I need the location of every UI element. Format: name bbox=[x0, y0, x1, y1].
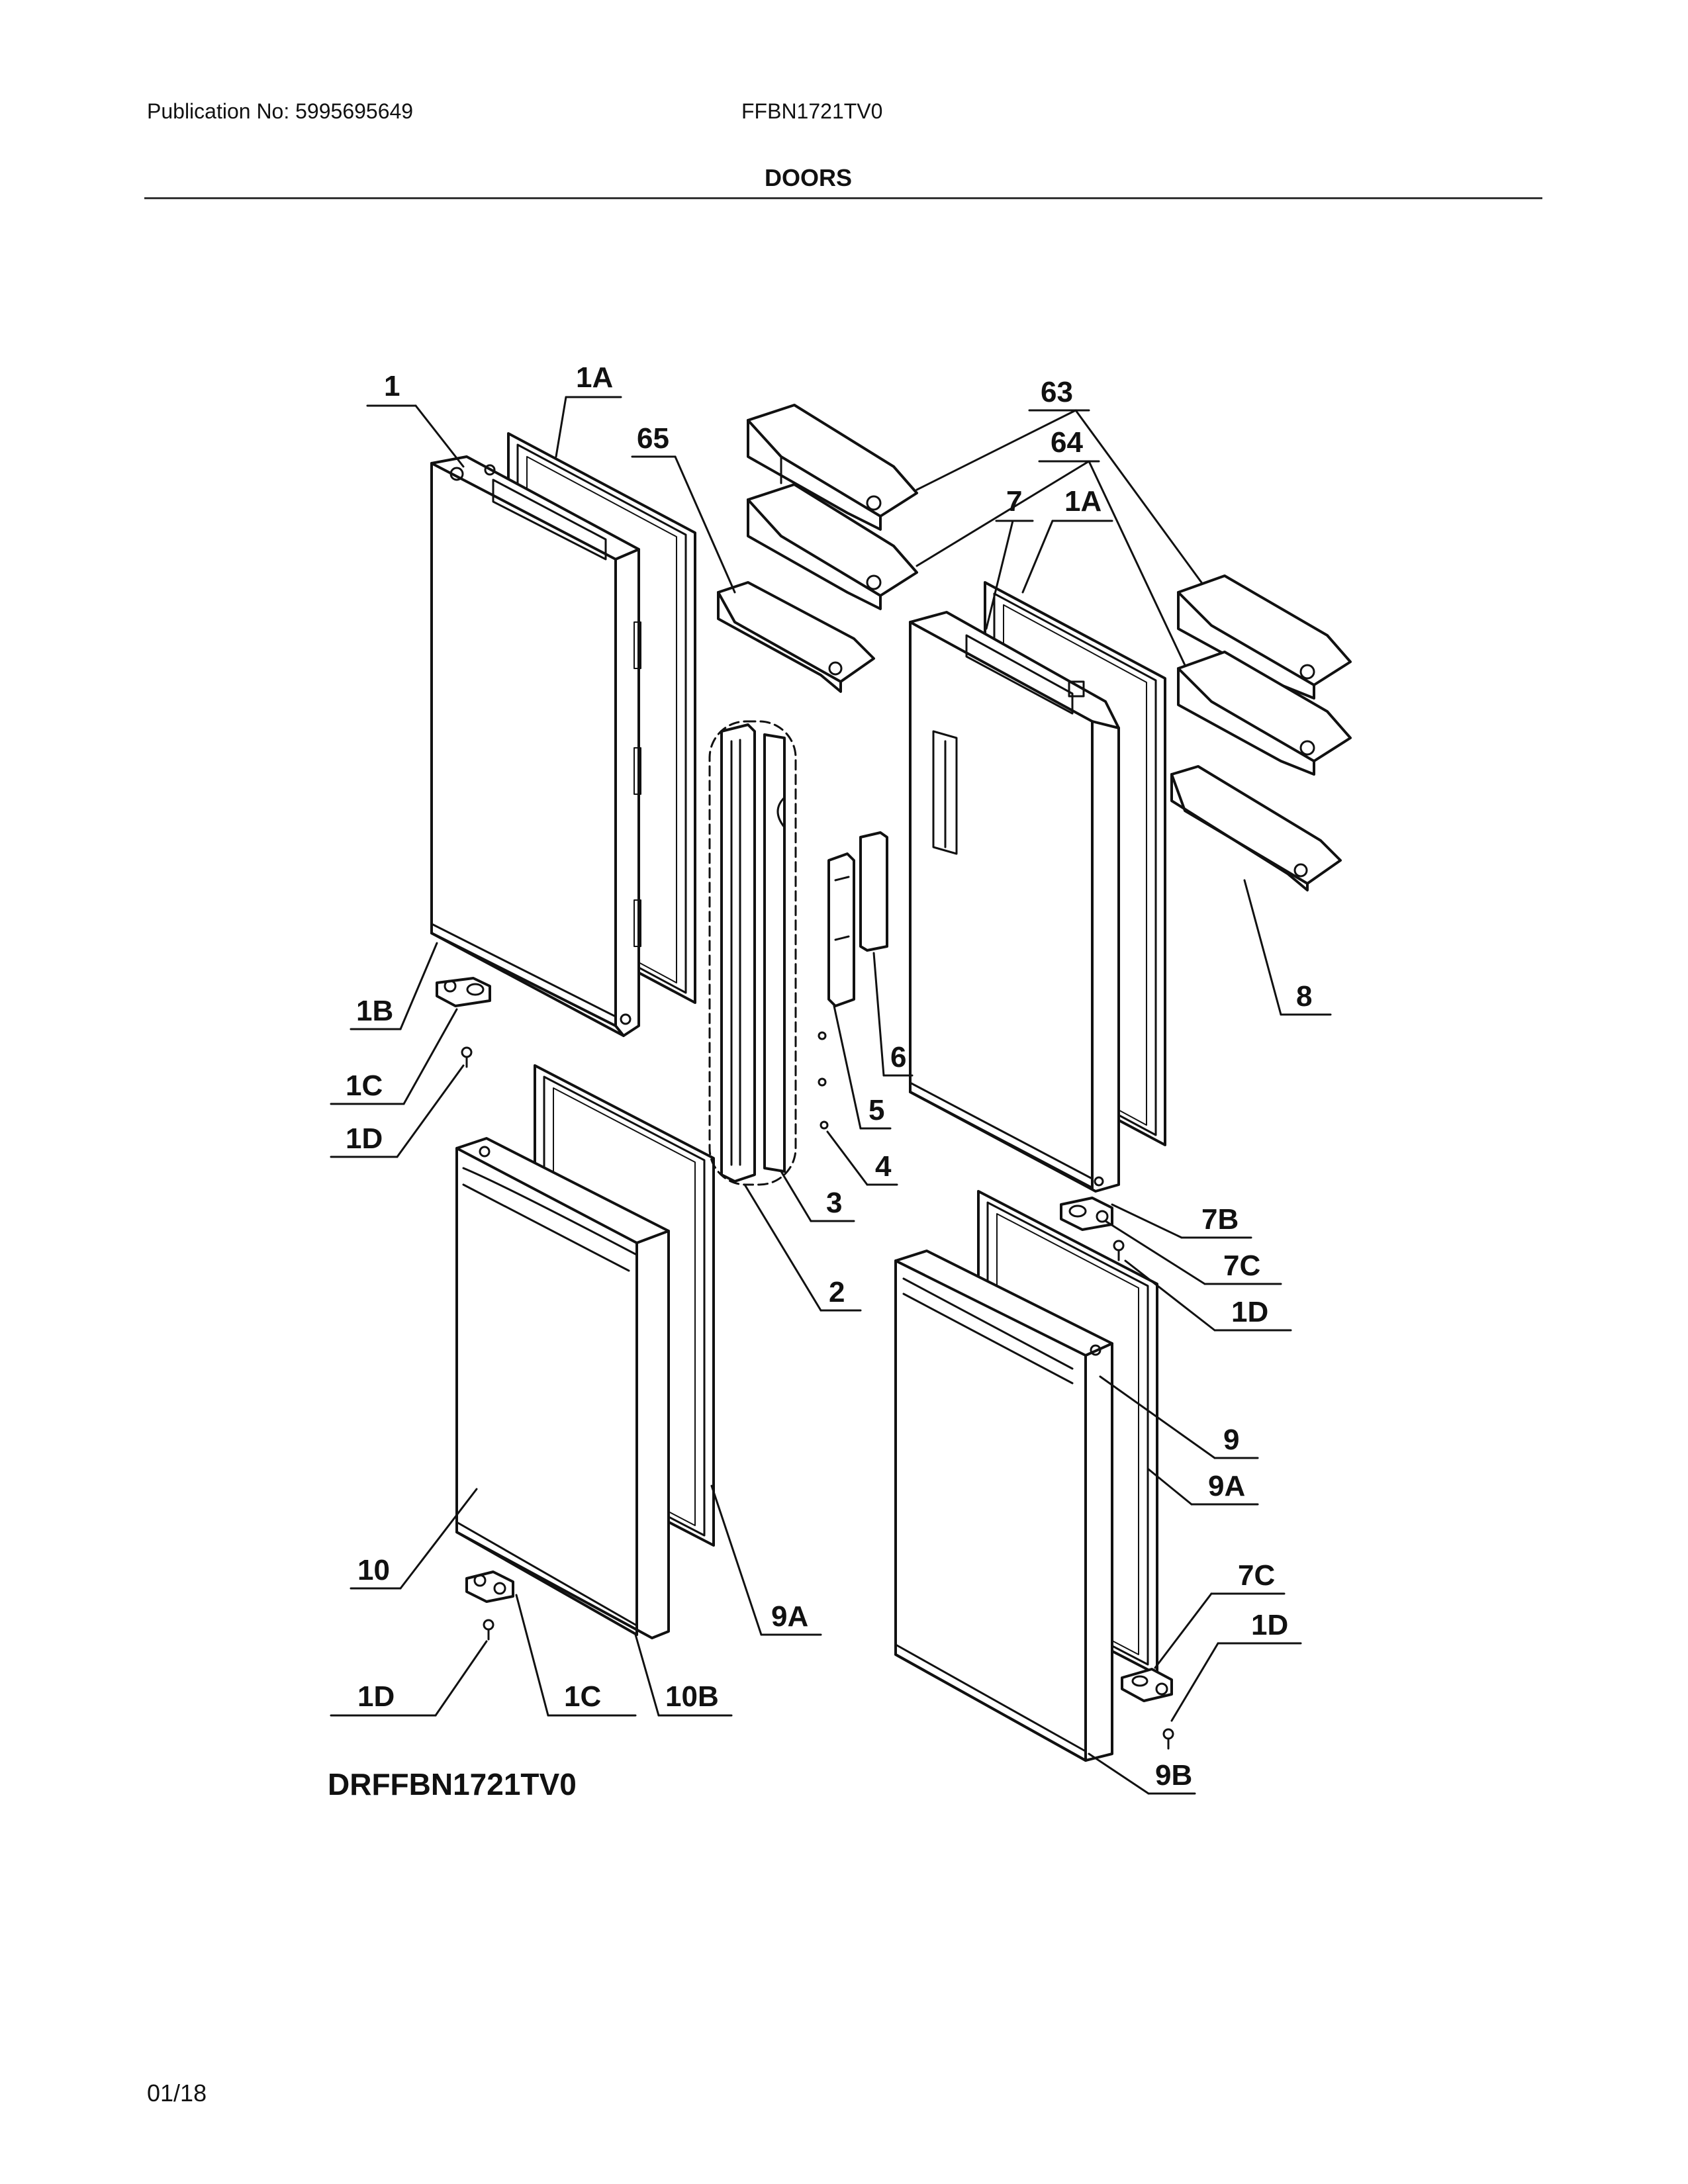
part-6-block bbox=[859, 831, 888, 952]
bin-8 bbox=[1170, 765, 1342, 891]
callout-7b: 7B bbox=[1201, 1203, 1239, 1236]
callout-labels: 1 1A 65 63 64 7 1A 8 1B 1C 1D 6 5 4 3 2 … bbox=[328, 361, 1312, 1801]
callout-10b: 10B bbox=[665, 1680, 719, 1713]
callout-1a-left: 1A bbox=[576, 361, 613, 394]
bin-64-left bbox=[747, 483, 918, 610]
callout-3: 3 bbox=[826, 1187, 842, 1219]
bin-63-left bbox=[747, 404, 918, 531]
callout-2: 2 bbox=[829, 1276, 845, 1308]
callout-7: 7 bbox=[1006, 485, 1022, 518]
callout-65: 65 bbox=[637, 422, 669, 455]
screw-1d-right bbox=[1162, 1728, 1174, 1750]
callout-63: 63 bbox=[1041, 376, 1073, 408]
callout-1: 1 bbox=[384, 370, 400, 402]
callout-4: 4 bbox=[875, 1150, 892, 1183]
mullion-assembly bbox=[708, 720, 797, 1186]
callout-1c-lower: 1C bbox=[564, 1680, 601, 1713]
upper-left-door bbox=[430, 455, 641, 1037]
lower-right-drawer bbox=[894, 1250, 1113, 1762]
upper-right-door bbox=[909, 611, 1120, 1193]
callout-64: 64 bbox=[1051, 426, 1083, 459]
callout-9: 9 bbox=[1223, 1424, 1239, 1456]
callout-9b: 9B bbox=[1155, 1759, 1192, 1792]
drawing-code: DRFFBN1721TV0 bbox=[328, 1767, 577, 1801]
lower-left-drawer bbox=[455, 1137, 670, 1639]
screws-4 bbox=[818, 1031, 829, 1130]
model-number: FFBN1721TV0 bbox=[741, 99, 883, 123]
screw-1c-upper bbox=[461, 1046, 473, 1068]
callout-5: 5 bbox=[868, 1094, 884, 1126]
section-title: DOORS bbox=[765, 164, 853, 191]
hinge-7c-lower bbox=[1121, 1668, 1173, 1702]
callout-1d-upper: 1D bbox=[346, 1122, 383, 1155]
callout-7c-lower: 7C bbox=[1238, 1559, 1275, 1592]
screw-1d-lower bbox=[483, 1619, 494, 1641]
callout-8: 8 bbox=[1296, 980, 1312, 1013]
hinge-7b bbox=[1060, 1197, 1113, 1231]
hinge-1c-lower bbox=[465, 1570, 514, 1603]
footer-date: 01/18 bbox=[147, 2079, 207, 2107]
callout-6: 6 bbox=[890, 1041, 906, 1073]
callout-9a-right: 9A bbox=[1208, 1470, 1245, 1502]
callout-1d-mid: 1D bbox=[1231, 1296, 1268, 1328]
bin-64-right bbox=[1177, 651, 1352, 776]
callout-1d-lower: 1D bbox=[357, 1680, 395, 1713]
callout-10: 10 bbox=[357, 1554, 390, 1586]
screw-7c-upper bbox=[1113, 1240, 1125, 1261]
callout-1a-right: 1A bbox=[1064, 485, 1102, 518]
publication-number: Publication No: 5995695649 bbox=[147, 99, 414, 123]
callout-1b: 1B bbox=[356, 995, 393, 1027]
callout-1c-upper: 1C bbox=[346, 1069, 383, 1102]
callout-9a-left: 9A bbox=[771, 1600, 808, 1633]
header-rule bbox=[144, 197, 1542, 199]
callout-1d-right: 1D bbox=[1251, 1609, 1288, 1641]
leader-lines bbox=[330, 396, 1332, 1795]
hinge-1b bbox=[436, 977, 491, 1007]
part-5-bracket bbox=[827, 852, 855, 1007]
callout-7c-upper: 7C bbox=[1223, 1250, 1260, 1282]
bin-65 bbox=[717, 581, 875, 693]
